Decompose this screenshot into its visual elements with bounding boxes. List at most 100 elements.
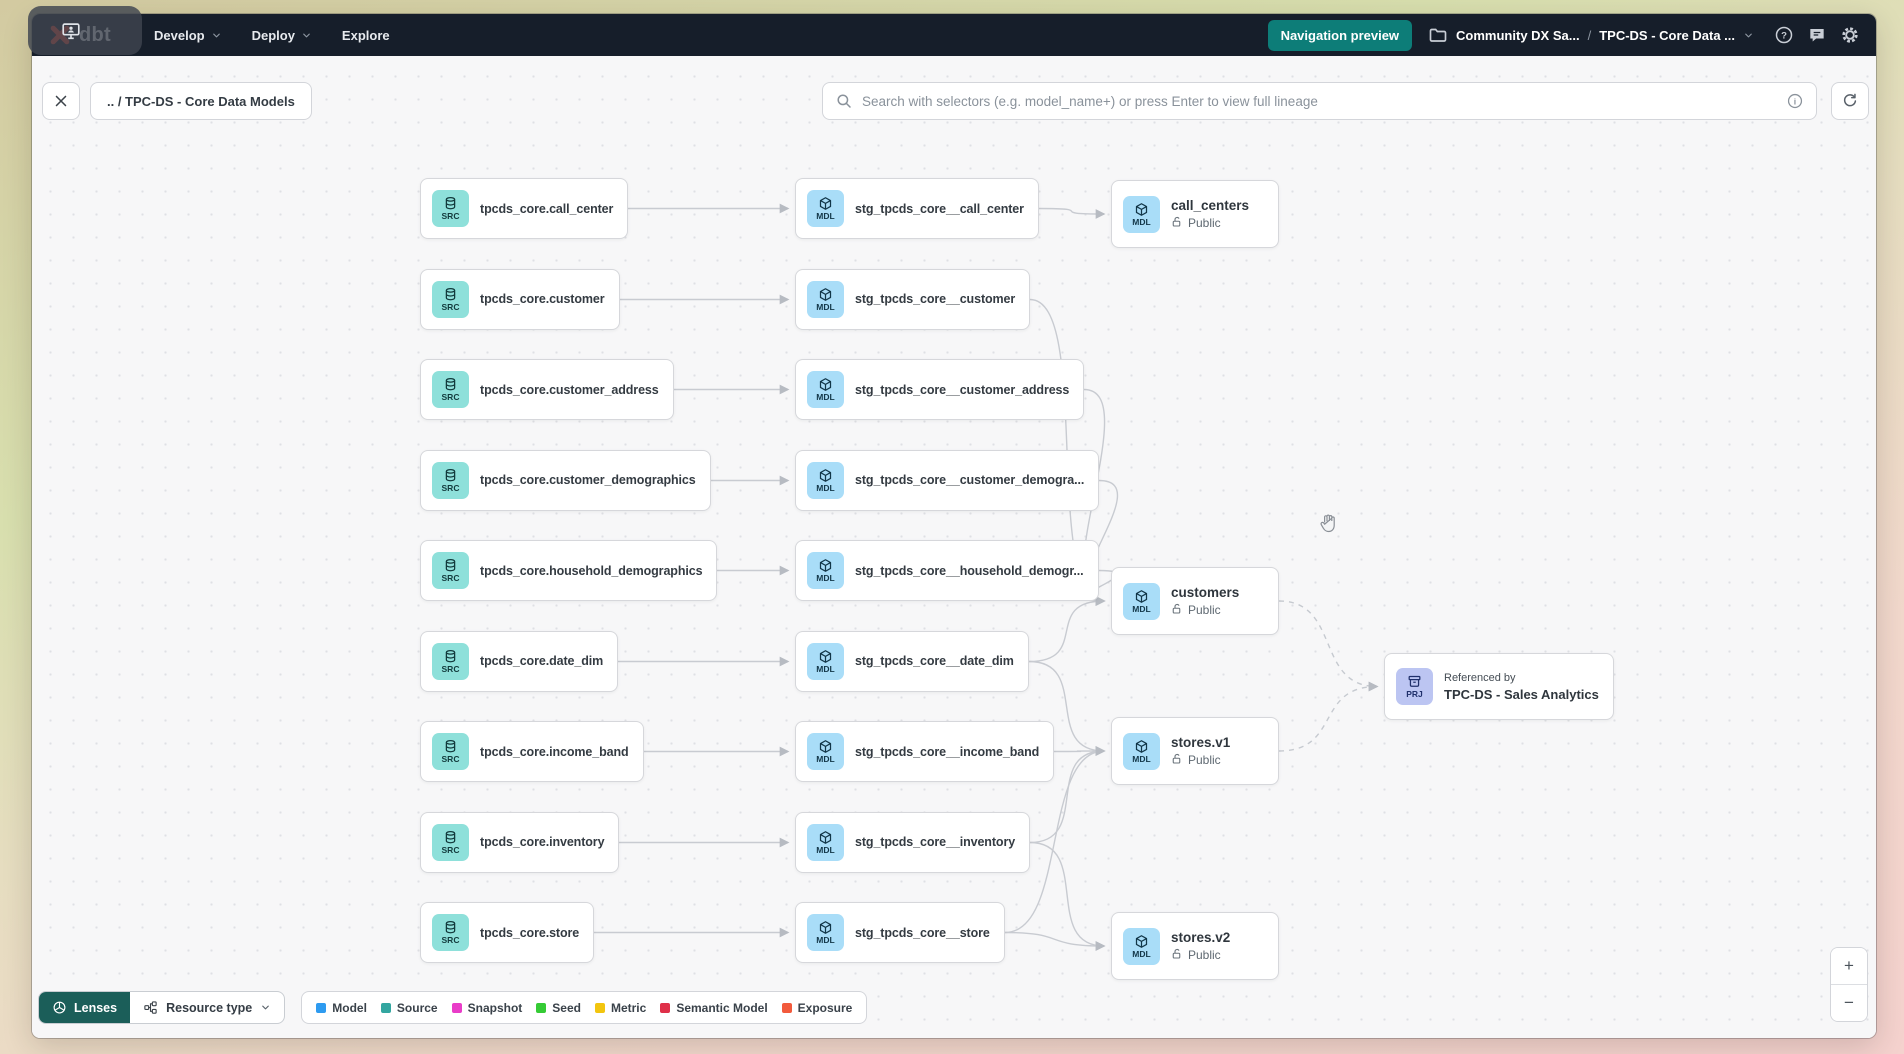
cube-icon — [818, 558, 833, 573]
visibility-label: Public — [1188, 216, 1221, 230]
legend-item: Source — [380, 1001, 438, 1015]
refresh-lineage-button[interactable] — [1831, 82, 1869, 120]
nav-develop[interactable]: Develop — [139, 14, 237, 56]
close-lineage-button[interactable] — [42, 82, 80, 120]
mdl-badge: MDL — [807, 190, 844, 227]
badge-label: SRC — [441, 663, 460, 674]
app-window: dbt Develop Deploy Explore Navigation pr… — [32, 14, 1876, 1038]
database-icon — [443, 920, 458, 935]
badge-label: MDL — [816, 844, 835, 855]
cube-icon — [818, 830, 833, 845]
lineage-breadcrumb-chip[interactable]: .. / TPC-DS - Core Data Models — [90, 82, 312, 120]
cube-icon — [818, 739, 833, 754]
legend-label: Model — [332, 1000, 367, 1015]
mdl-badge: MDL — [807, 552, 844, 589]
visibility-row: Public — [1171, 753, 1230, 768]
database-icon — [443, 468, 458, 483]
refresh-icon — [1843, 93, 1857, 107]
lenses-button[interactable]: Lenses — [39, 992, 131, 1023]
referenced-by-label: Referenced by — [1444, 671, 1516, 684]
legend-swatch — [316, 1002, 327, 1013]
badge-label: MDL — [1132, 753, 1151, 764]
mdl-badge: MDL — [1123, 195, 1160, 233]
visibility-row: Public — [1171, 948, 1230, 963]
info-icon[interactable]: i — [1786, 92, 1804, 110]
badge-label: SRC — [441, 301, 460, 312]
nav-develop-label: Develop — [154, 27, 205, 43]
lineage-node-stg7[interactable]: MDL stg_tpcds_core__inventory — [795, 811, 1031, 873]
lineage-edge — [1278, 600, 1379, 692]
badge-label: SRC — [441, 392, 460, 402]
prj-badge: PRJ — [1396, 668, 1433, 705]
visibility-row: Public — [1171, 216, 1249, 231]
node-label: stg_tpcds_core__inventory — [855, 835, 1016, 849]
nav-explore[interactable]: Explore — [327, 14, 405, 56]
edges-layer — [594, 203, 1379, 951]
nav-deploy[interactable]: Deploy — [237, 14, 327, 56]
navigation-preview-button[interactable]: Navigation preview — [1267, 19, 1413, 51]
badge-label: PRJ — [1406, 689, 1423, 699]
mdl-badge: MDL — [807, 461, 844, 499]
resource-type-selector[interactable]: Resource type — [130, 992, 284, 1023]
node-label: stg_tpcds_core__store — [855, 925, 990, 940]
zoom-out-button[interactable]: − — [1831, 985, 1867, 1021]
src-badge: SRC — [432, 642, 469, 680]
visibility-label: Public — [1188, 603, 1221, 617]
database-icon — [443, 830, 458, 845]
database-icon — [443, 287, 458, 302]
cube-icon — [1134, 589, 1149, 604]
chevron-down-icon — [1745, 33, 1752, 37]
lineage-edge — [1029, 841, 1106, 951]
cube-icon — [818, 649, 833, 664]
help-icon[interactable]: ? — [1774, 25, 1794, 45]
grab-cursor — [1320, 514, 1335, 533]
chevron-down-icon — [212, 33, 220, 37]
legend-label: Seed — [552, 1000, 581, 1015]
node-title: customers — [1171, 584, 1240, 600]
screen-share-overlay — [28, 6, 142, 55]
badge-label: MDL — [816, 482, 835, 493]
lineage-node-src5[interactable]: SRC tpcds_core.date_dim — [420, 630, 619, 692]
lineage-edge — [1278, 681, 1379, 752]
lineage-edge — [1038, 207, 1106, 219]
mdl-badge: MDL — [807, 823, 844, 861]
node-label: tpcds_core.customer_demographics — [480, 473, 696, 487]
svg-text:?: ? — [1781, 31, 1787, 42]
badge-label: SRC — [441, 844, 460, 855]
legend-item: Model — [316, 1001, 367, 1015]
badge-label: MDL — [1132, 603, 1151, 614]
project-breadcrumb[interactable]: Community DX Sa... / TPC-DS - Core Data … — [1428, 25, 1754, 45]
search-input[interactable] — [862, 93, 1777, 109]
node-title: call_centers — [1171, 197, 1250, 213]
feedback-icon[interactable] — [1807, 25, 1827, 45]
divider — [1831, 984, 1867, 985]
badge-label: MDL — [816, 663, 835, 674]
lineage-canvas[interactable]: .. / TPC-DS - Core Data Models i Lenses … — [32, 56, 1876, 1038]
node-label: tpcds_core.date_dim — [480, 654, 604, 668]
gear-icon[interactable] — [1840, 25, 1860, 45]
database-icon — [443, 377, 458, 392]
database-icon — [443, 739, 458, 754]
zoom-in-button[interactable]: + — [1831, 948, 1867, 984]
